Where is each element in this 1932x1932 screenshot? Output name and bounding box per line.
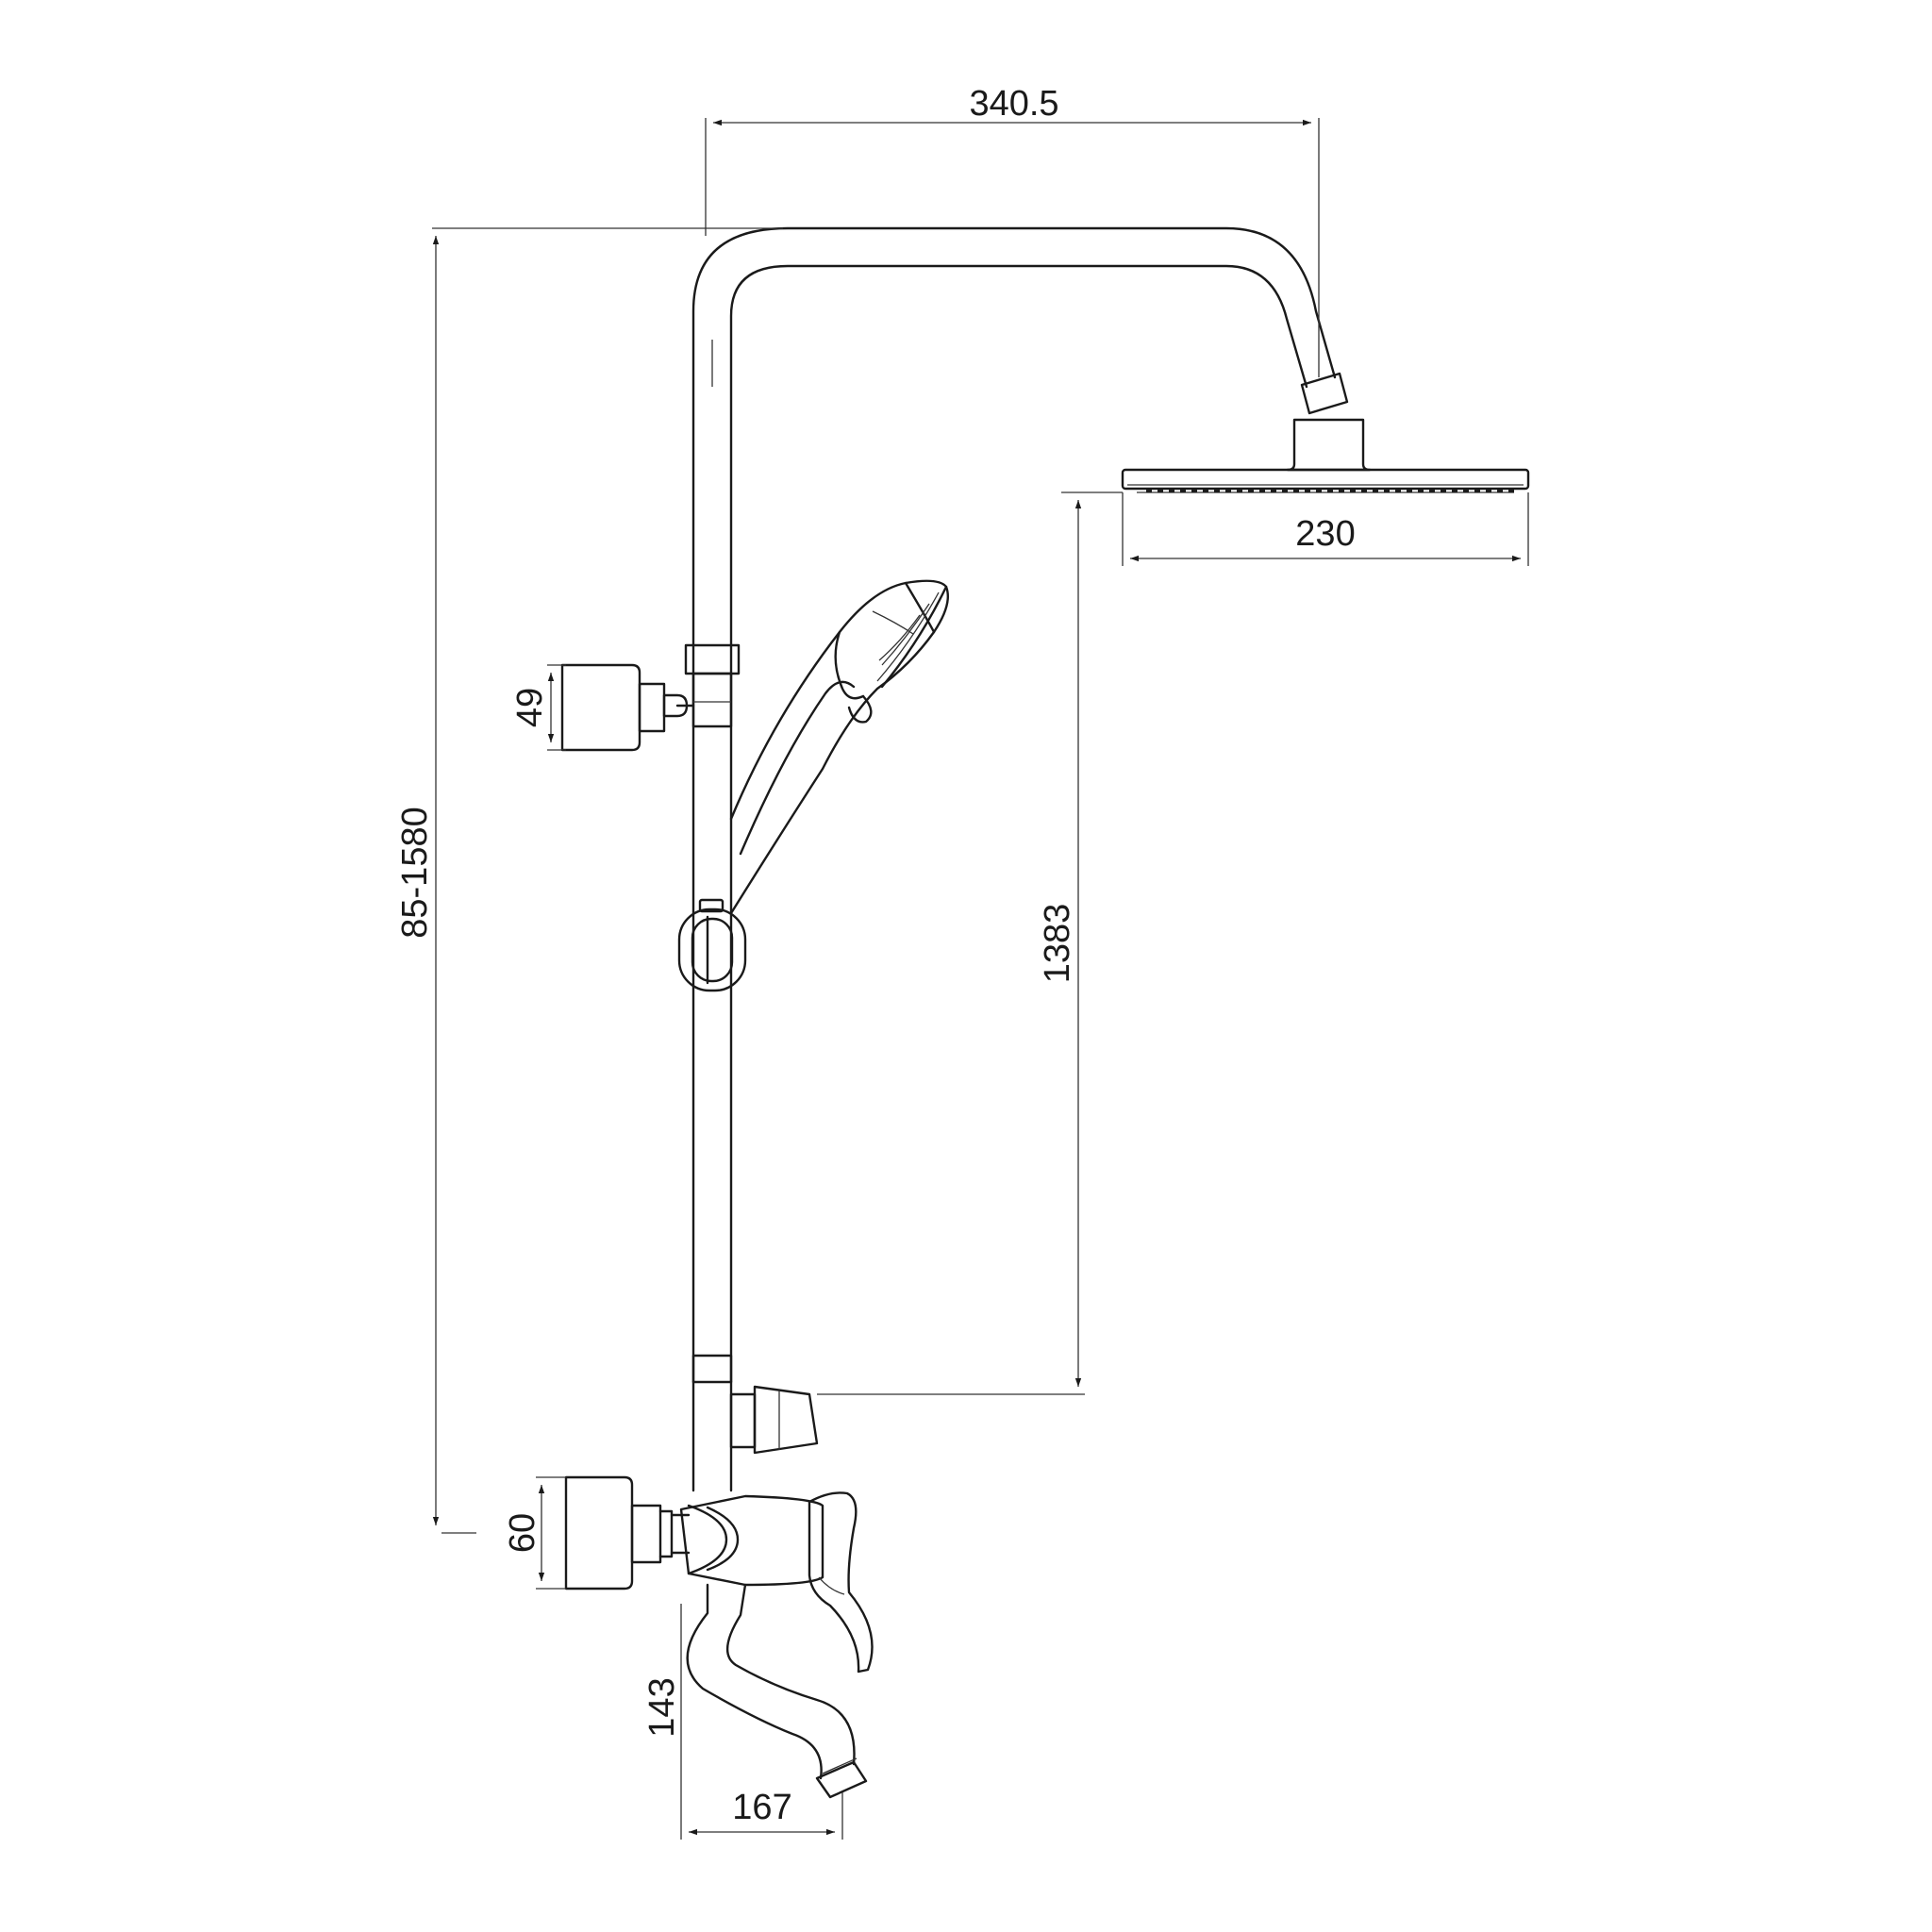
nozzle (1373, 489, 1378, 492)
nozzle (1350, 489, 1356, 492)
nozzle (1225, 489, 1231, 492)
mixer-body (679, 1494, 824, 1587)
nozzle (1463, 489, 1469, 492)
nozzle (1486, 489, 1491, 492)
dimension-label-mixer-size: 60 (503, 1513, 542, 1553)
lever-detail (818, 1576, 845, 1595)
nozzle (1191, 489, 1197, 492)
head-connector (1286, 418, 1372, 472)
hand-shower-slider (677, 898, 747, 992)
nozzle (1237, 489, 1242, 492)
nozzle (1407, 489, 1412, 492)
nozzle (1305, 489, 1310, 492)
shower-head-nozzles (1146, 489, 1514, 492)
bath-spout (686, 1583, 868, 1799)
nozzle (1441, 489, 1446, 492)
shower-column (560, 226, 1530, 1799)
arm-nut (1300, 372, 1349, 415)
dimension-label-spout-height: 143 (642, 1677, 682, 1737)
nozzle (1418, 489, 1424, 492)
nozzle (1271, 489, 1276, 492)
dimension-head-width: 230 (1122, 492, 1529, 566)
nozzle (1293, 489, 1299, 492)
dimension-riser-height: 1383 (817, 491, 1123, 1395)
dimension-label-spout-length: 167 (732, 1788, 791, 1827)
nozzle (1429, 489, 1435, 492)
nozzle (1474, 489, 1480, 492)
nozzle (1395, 489, 1401, 492)
nozzle (1316, 489, 1322, 492)
riser-pipe (691, 226, 1337, 1384)
dimension-mixer-size: 60 (503, 1476, 566, 1590)
diverter (691, 1380, 819, 1492)
dimension-label-total-height: 85-1580 (395, 807, 435, 938)
dimension-holder-size: 49 (510, 664, 566, 751)
nozzle (1146, 489, 1152, 492)
nozzle (1361, 489, 1367, 492)
mixer-lever (808, 1491, 874, 1674)
nozzle (1497, 489, 1503, 492)
nozzle (1158, 489, 1163, 492)
nozzle (1452, 489, 1457, 492)
dimension-label-holder-size: 49 (510, 688, 550, 727)
nozzle (1203, 489, 1208, 492)
nozzle (1248, 489, 1254, 492)
upper-wall-bracket (560, 663, 695, 752)
nozzle (1508, 489, 1514, 492)
nozzle (1180, 489, 1186, 492)
dimension-label-riser-height: 1383 (1038, 904, 1077, 984)
dimension-spout-length: 167 (689, 1788, 843, 1840)
overhead-shower-head (1121, 468, 1530, 493)
dimension-label-head-width: 230 (1295, 514, 1355, 554)
dimension-total-height: 85-1580 (395, 227, 783, 1534)
nozzle (1339, 489, 1344, 492)
hand-shower (729, 579, 950, 915)
nozzle (1282, 489, 1288, 492)
nozzle (1384, 489, 1390, 492)
nozzle (1327, 489, 1333, 492)
riser-pipe-inner (729, 264, 1308, 1384)
dimension-label-arm-length: 340.5 (969, 84, 1058, 124)
lower-wall-bracket (564, 1475, 691, 1591)
lower-collar (691, 1354, 733, 1384)
nozzle (1259, 489, 1265, 492)
upper-collar-body (691, 672, 733, 728)
dimension-arm-length: 340.5 (705, 84, 1320, 377)
nozzle (1214, 489, 1220, 492)
nozzle (1169, 489, 1174, 492)
dimension-spout-height: 143 (642, 1604, 682, 1840)
